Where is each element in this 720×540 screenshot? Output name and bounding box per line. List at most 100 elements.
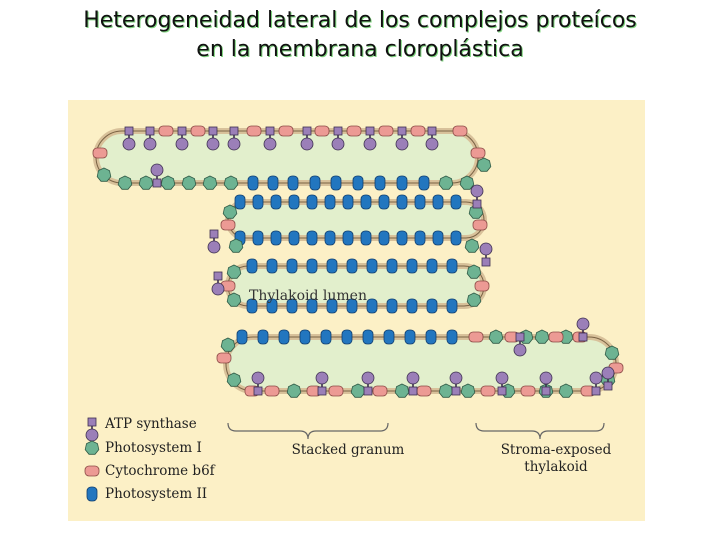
photosystem-ii-icon (446, 329, 458, 345)
atp-synthase-icon (227, 126, 241, 151)
photosystem-i-icon (138, 175, 154, 190)
photosystem-ii-icon (288, 230, 300, 246)
photosystem-ii-icon (306, 258, 318, 274)
photosystem-ii-icon (306, 298, 318, 314)
photosystem-ii-icon (326, 298, 338, 314)
photosystem-i-icon (220, 337, 236, 352)
stacked-granum-label: Stacked granum (292, 442, 405, 458)
atp-synthase-icon (85, 417, 99, 442)
photosystem-ii-icon (266, 298, 278, 314)
atp-synthase-icon (539, 371, 553, 396)
cytochrome-b6f-icon (410, 125, 426, 137)
cytochrome-b6f-icon (92, 147, 108, 159)
photosystem-ii-icon (342, 230, 354, 246)
photosystem-i-icon (350, 383, 366, 398)
photosystem-i-icon (464, 238, 480, 253)
photosystem-i-icon (286, 383, 302, 398)
photosystem-i-icon (226, 264, 242, 279)
photosystem-ii-icon (270, 230, 282, 246)
photosystem-ii-icon (432, 230, 444, 246)
cytochrome-b6f-icon (246, 125, 262, 137)
photosystem-ii-icon (320, 329, 332, 345)
photosystem-ii-icon (426, 298, 438, 314)
cytochrome-b6f-icon (278, 125, 294, 137)
photosystem-i-icon (534, 329, 550, 344)
photosystem-ii-icon (366, 258, 378, 274)
atp-synthase-icon (363, 126, 377, 151)
atp-synthase-icon (495, 371, 509, 396)
photosystem-ii-icon (418, 175, 430, 191)
photosystem-ii-icon (396, 175, 408, 191)
atp-synthase-icon (143, 126, 157, 151)
photosystem-i-icon (438, 383, 454, 398)
atp-synthase-icon (470, 184, 484, 209)
cytochrome-b6f-icon (264, 385, 280, 397)
membrane-proteins (92, 125, 624, 398)
photosystem-i-icon (438, 175, 454, 190)
photosystem-i-icon (181, 175, 197, 190)
photosystem-ii-icon (450, 194, 462, 210)
photosystem-ii-icon (287, 175, 299, 191)
atp-synthase-icon (406, 371, 420, 396)
photosystem-ii-icon (426, 258, 438, 274)
cytochrome-b6f-icon (470, 147, 486, 159)
cytochrome-b6f-icon (548, 331, 564, 343)
photosystem-ii-icon (386, 298, 398, 314)
photosystem-i-icon (604, 345, 620, 360)
cytochrome-b6f-icon (468, 331, 484, 343)
photosystem-i-icon (394, 383, 410, 398)
photosystem-ii-icon (378, 230, 390, 246)
stroma-exposed-brace (475, 422, 605, 440)
stroma-exposed-label-line-1: Stroma-exposed (501, 442, 612, 458)
photosystem-ii-icon (450, 230, 462, 246)
photosystem-ii-icon (406, 298, 418, 314)
figure-panel: Thylakoid lumen ATP synthase Photosystem… (68, 100, 645, 521)
atp-synthase-icon (479, 242, 493, 267)
cytochrome-b6f-icon (328, 385, 344, 397)
cytochrome-b6f-icon (480, 385, 496, 397)
slide-title: Heterogeneidad lateral de los complejos … (0, 6, 720, 64)
legend-label: Cytochrome b6f (105, 463, 216, 479)
photosystem-ii-icon (414, 194, 426, 210)
title-line-2: en la membrana cloroplástica (196, 37, 524, 62)
photosystem-i-icon (228, 238, 244, 253)
photosystem-ii-icon (257, 329, 269, 345)
photosystem-ii-icon (267, 175, 279, 191)
cytochrome-b6f-icon (84, 465, 100, 477)
photosystem-ii-icon (341, 329, 353, 345)
photosystem-ii-icon (414, 230, 426, 246)
photosystem-ii-icon (342, 194, 354, 210)
legend-label: Photosystem I (105, 440, 202, 456)
photosystem-ii-icon (236, 329, 248, 345)
photosystem-i-icon (96, 167, 112, 182)
title-line-1: Heterogeneidad lateral de los complejos … (83, 8, 637, 33)
atp-synthase-icon (315, 371, 329, 396)
cytochrome-b6f-icon (452, 125, 468, 137)
photosystem-ii-icon (374, 175, 386, 191)
photosystem-ii-icon (425, 329, 437, 345)
photosystem-ii-icon (386, 258, 398, 274)
thylakoid-lumen-label: Thylakoid lumen (249, 288, 367, 304)
photosystem-ii-icon (270, 194, 282, 210)
photosystem-ii-icon (324, 194, 336, 210)
photosystem-ii-icon (352, 175, 364, 191)
photosystem-ii-icon (278, 329, 290, 345)
photosystem-i-icon (223, 175, 239, 190)
atp-synthase-icon (513, 332, 527, 357)
photosystem-ii-icon (306, 194, 318, 210)
atp-synthase-icon (331, 126, 345, 151)
legend-item-cytochrome-b6f: Cytochrome b6f (84, 463, 216, 479)
photosystem-ii-icon (378, 194, 390, 210)
legend-item-photosystem-i: Photosystem I (84, 440, 202, 456)
photosystem-i-icon (222, 204, 238, 219)
atp-synthase-icon (601, 366, 615, 391)
legend: ATP synthase Photosystem I Cytochrome b6… (84, 416, 216, 502)
cytochrome-b6f-icon (378, 125, 394, 137)
legend-item-atp-synthase: ATP synthase (85, 416, 197, 442)
stacked-granum-brace (227, 422, 389, 440)
cytochrome-b6f-icon (314, 125, 330, 137)
cytochrome-b6f-icon (520, 385, 536, 397)
cytochrome-b6f-icon (472, 219, 488, 231)
cytochrome-b6f-icon (158, 125, 174, 137)
photosystem-ii-icon (346, 298, 358, 314)
